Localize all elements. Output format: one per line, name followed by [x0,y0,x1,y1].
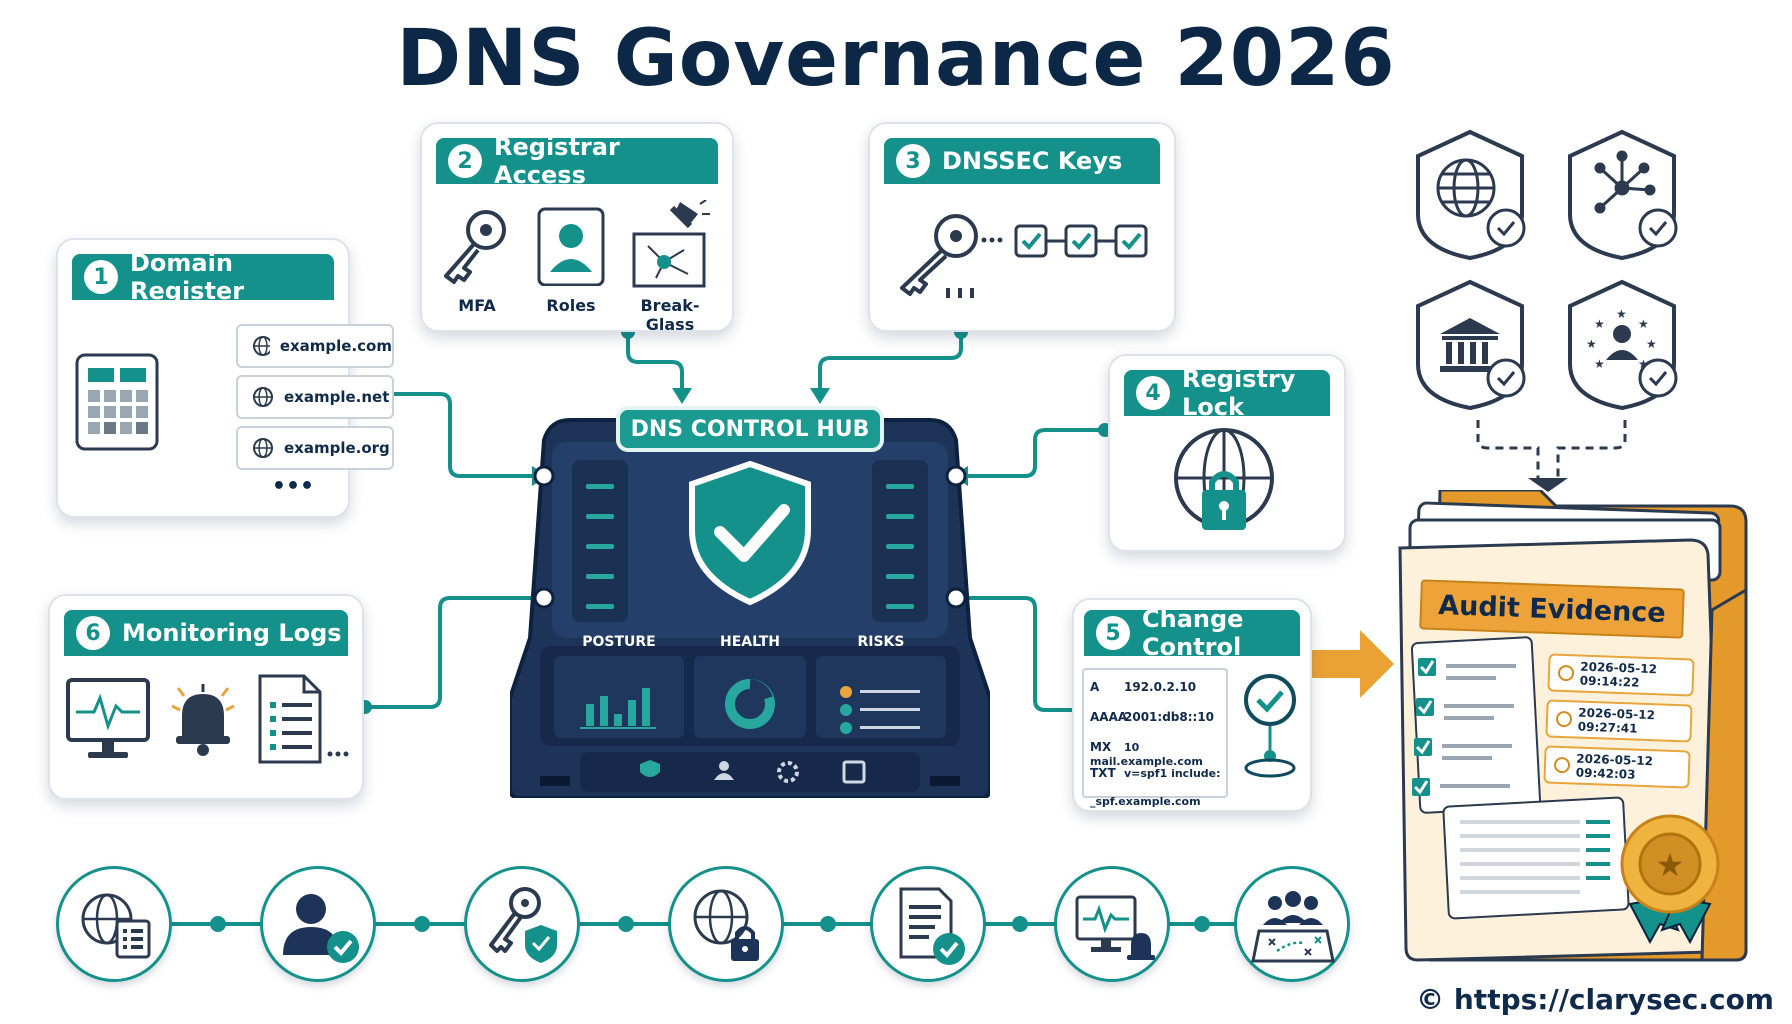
dnssec-keys-title: DNSSEC Keys [942,147,1123,175]
svg-text:★: ★ [1638,317,1649,331]
step-number: 2 [448,144,482,178]
posture-label: POSTURE [582,634,656,650]
user-badge-icon [537,207,605,286]
svg-text:★: ★ [1586,337,1597,351]
registrar-access-card[interactable]: 2 Registrar Access MFA Roles Break-Glass [420,122,734,334]
hub-title-badge: DNS CONTROL HUB [616,406,884,452]
domain-register-title: Domain Register [130,249,245,305]
key-icon [444,210,506,284]
svg-text:★: ★ [1616,307,1627,321]
step-number: 1 [84,260,118,294]
registry-lock-card[interactable]: 4 Registry Lock [1108,354,1346,552]
dnssec-key-chain-icon [900,214,1148,298]
timeline-step-user-verification[interactable] [260,866,376,982]
registry-lock-title: Registry Lock [1182,365,1296,421]
dns-record-row[interactable]: _spf.example.com [1090,795,1201,808]
step-number: 4 [1136,376,1170,410]
timeline-step-change-approval[interactable] [870,866,986,982]
dns-record-row[interactable]: AAAA2001:db8::10 [1090,710,1215,724]
monitoring-logs-card[interactable]: 6 Monitoring Logs [48,594,364,800]
globe-icon [253,438,273,458]
registry-lock-header: 4 Registry Lock [1124,365,1330,421]
team-strategy-icon [1251,891,1335,963]
domain-register-header: 1 Domain Register [72,249,334,305]
domain-item[interactable]: example.com [236,324,394,368]
compliance-shields: ★ ★ ★ ★ ★ ★ ★ [1416,129,1678,411]
dns-control-hub[interactable]: DNS CONTROL HUB POSTURE HEALTH RISKS [510,398,990,798]
globe-icon [253,387,273,407]
step-number: 5 [1096,616,1130,650]
more-indicator: ••• [271,474,315,499]
timeline-step-domain-inventory[interactable] [56,866,172,982]
copyright-link[interactable]: © https://clarysec.com [1416,983,1774,1016]
globe-icon [1436,158,1496,218]
key-shield-icon [489,887,557,963]
page-title: DNS Governance 2026 [396,14,1396,104]
svg-text:★: ★ [1594,317,1605,331]
timeline-step-incident-response[interactable] [1234,866,1350,982]
globe-lock-icon [1174,428,1274,530]
health-label: HEALTH [720,634,780,650]
approval-check-icon [1244,674,1296,778]
change-control-header: 5 Change Control [1084,605,1300,661]
globe-lock-icon [693,889,759,961]
audit-timestamp[interactable]: 2026-05-12 09:42:03 [1543,745,1691,789]
registrar-access-header: 2 Registrar Access [436,133,718,189]
break-glass-icon [632,200,710,288]
break-glass-label: Break-Glass [640,296,700,334]
bell-icon [171,684,235,756]
timeline-step-monitoring[interactable] [1054,866,1170,982]
dnssec-keys-card[interactable]: 3 DNSSEC Keys [868,122,1176,332]
spreadsheet-icon [75,353,159,451]
timeline-step-key-protection[interactable] [464,866,580,982]
registrar-access-title: Registrar Access [494,133,620,189]
domain-item[interactable]: example.org [236,426,394,470]
domain-register-card[interactable]: 1 Domain Register example.com example.ne… [56,238,394,518]
globe-icon [253,336,270,356]
monitor-alert-icon [1075,895,1155,960]
svg-text:★: ★ [1594,357,1605,371]
risks-label: RISKS [857,634,905,650]
audit-timestamp[interactable]: 2026-05-12 09:14:22 [1547,653,1695,697]
timeline-step-registry-lock[interactable] [668,866,784,982]
domain-item[interactable]: example.net [236,375,394,419]
monitoring-logs-header: 6 Monitoring Logs [64,610,348,656]
hub-device-shape [510,418,990,798]
globe-list-icon [81,893,151,959]
svg-text:★: ★ [1638,357,1649,371]
log-file-icon [258,674,349,764]
step-number: 6 [76,616,110,650]
change-control-title: Change Control [1142,605,1244,661]
document-check-icon [899,887,965,965]
roles-label: Roles [546,296,596,315]
audit-evidence-folder[interactable]: ★ Audit Evidence 2026-05-12 09:14:22 202… [1390,490,1760,970]
step-number: 3 [896,144,930,178]
monitor-pulse-icon [66,678,150,758]
monitoring-logs-title: Monitoring Logs [122,619,342,647]
audit-timestamp[interactable]: 2026-05-12 09:27:41 [1545,699,1693,743]
audit-evidence-title: Audit Evidence [1419,579,1685,639]
svg-text:★: ★ [1656,846,1685,884]
mfa-label: MFA [458,296,496,315]
dnssec-keys-header: 3 DNSSEC Keys [884,138,1160,184]
svg-text:★: ★ [1646,337,1657,351]
user-check-icon [283,894,359,963]
